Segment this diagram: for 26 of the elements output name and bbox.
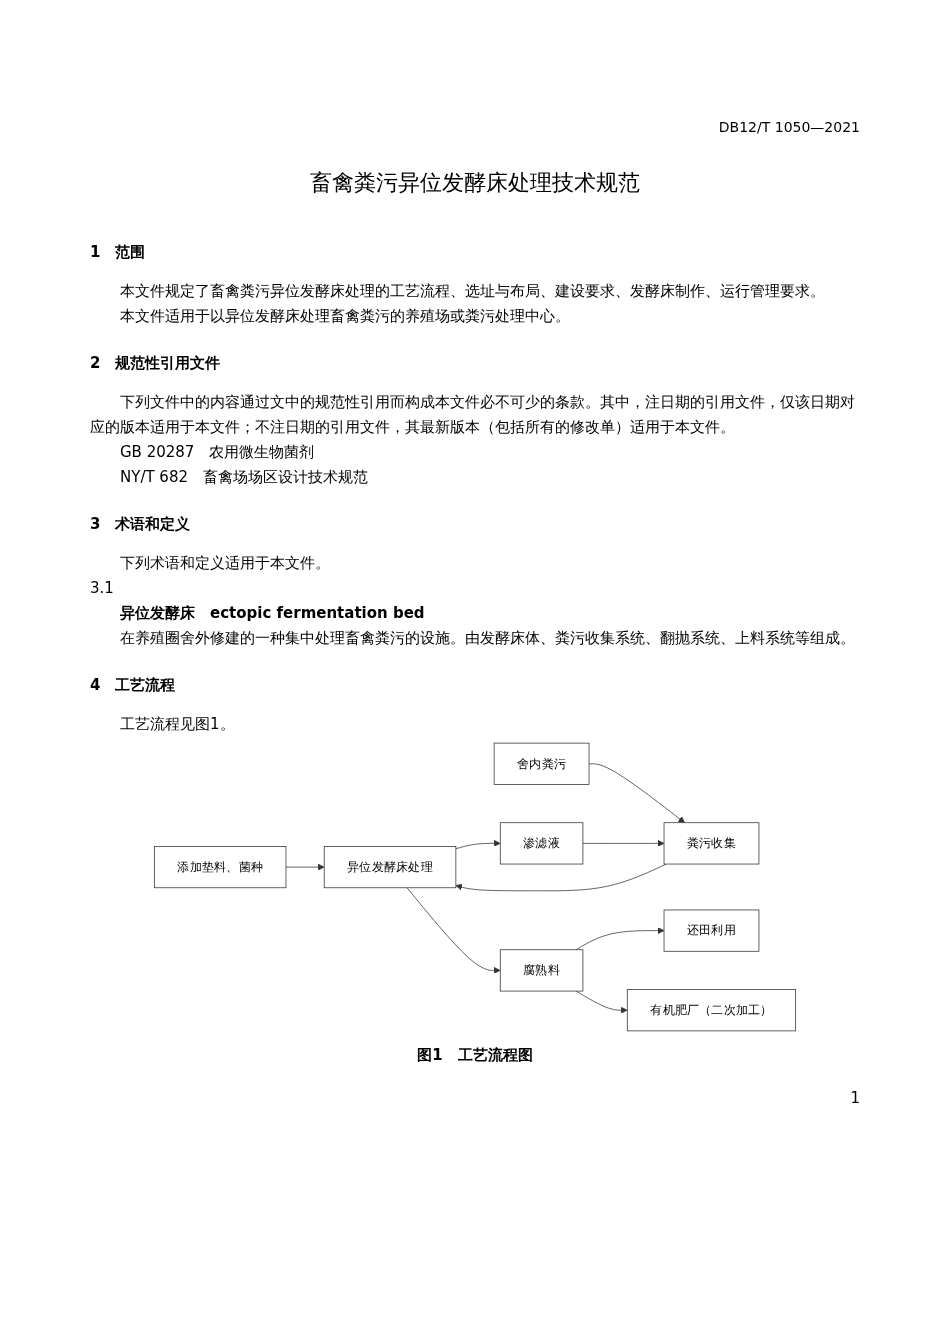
- page-number: 1: [849, 1088, 860, 1109]
- paragraph: 下列文件中的内容通过文中的规范性引用而构成本文件必不可少的条款。其中，注日期的引用文件，仅该日期对应的版本适用于本文件；不注日期的引用文件，其最新版本（包括所有的修改单）适用于本文件。: [90, 392, 856, 438]
- document-title: 畜禽粪污异位发酵床处理技术规范: [309, 170, 641, 195]
- paragraph: 本文件规定了畜禽粪污异位发酵床处理的工艺流程、选址与布局、建设要求、发酵床制作、运行管理要求。: [119, 281, 826, 302]
- node-box: 粪污收集: [663, 822, 760, 865]
- section-heading: 1 范围: [90, 242, 147, 263]
- reference-entry: GB 20287 农用微生物菌剂: [119, 442, 316, 463]
- reference-entry: NY/T 682 畜禽场场区设计技术规范: [119, 467, 369, 488]
- paragraph: 工艺流程见图1。: [119, 714, 236, 735]
- paragraph: 下列术语和定义适用于本文件。: [119, 553, 331, 574]
- term-heading: 异位发酵床 ectopic fermentation bed: [119, 603, 426, 624]
- node-box: 有机肥厂（二次加工）: [626, 989, 797, 1032]
- section-heading: 2 规范性引用文件: [90, 353, 222, 374]
- document-number: DB12/T 1050—2021: [717, 118, 860, 137]
- paragraph: 在养殖圈舍外修建的一种集中处理畜禽粪污的设施。由发酵床体、粪污收集系统、翻抛系统、上料系统等组成。: [119, 628, 856, 649]
- figure-caption: 图1 工艺流程图: [416, 1045, 534, 1066]
- clause-number: 3.1: [90, 578, 115, 599]
- node-box: 异位发酵床处理: [323, 846, 457, 889]
- node-box: 渗滤液: [499, 822, 584, 865]
- node-box: 添加垫料、菌种: [153, 846, 287, 889]
- node-box: 还田利用: [663, 909, 760, 952]
- node-box: 腐熟料: [499, 949, 584, 992]
- node-box: 舍内粪污: [493, 742, 590, 785]
- paragraph: 本文件适用于以异位发酵床处理畜禽粪污的养殖场或粪污处理中心。: [119, 306, 571, 327]
- section-heading: 4 工艺流程: [90, 675, 177, 696]
- section-heading: 3 术语和定义: [90, 514, 192, 535]
